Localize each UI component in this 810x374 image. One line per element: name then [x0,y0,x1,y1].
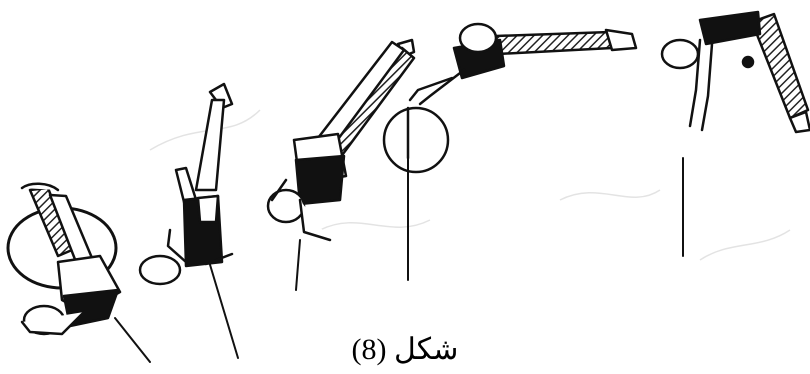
gymnast-frame-3 [268,40,414,290]
gymnast-frame-5 [662,12,810,256]
background-sketch-marks [150,110,790,260]
figure-caption: شكل (8) [0,332,810,367]
gymnast-frame-2 [140,84,238,358]
gymnast-frame-4 [384,24,636,280]
